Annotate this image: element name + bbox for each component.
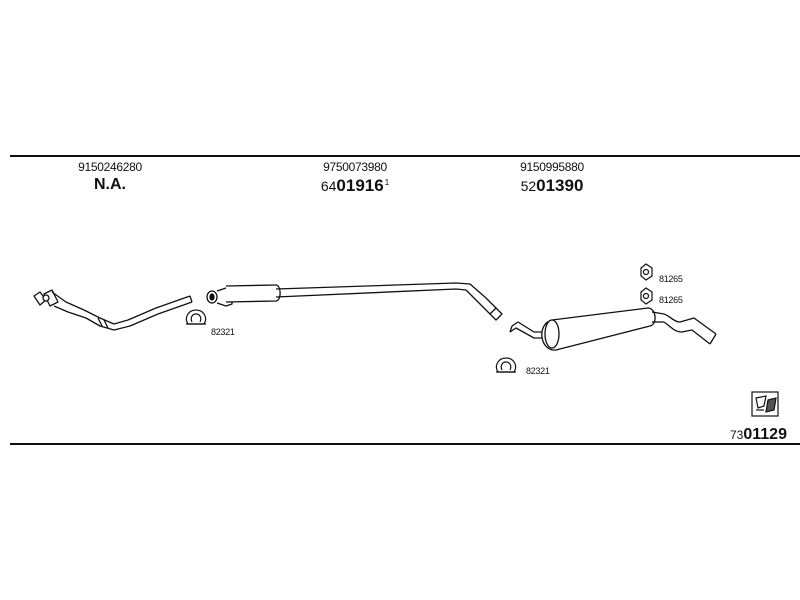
- rubber-hanger-icon: [640, 287, 653, 305]
- reference-main: 01916: [336, 176, 384, 195]
- part-reference: N.A.: [94, 176, 126, 193]
- clamp-label: 82321: [211, 327, 235, 337]
- reference-suffix: 1: [384, 177, 390, 187]
- part-code: 9150995880: [520, 160, 584, 174]
- catalog-book-icon: [751, 391, 779, 417]
- reference-prefix: 64: [320, 178, 337, 194]
- part-reference: 64019161: [315, 177, 395, 195]
- part-header-front-pipe: 9150246280 N.A.: [75, 161, 145, 193]
- reference-main: 01129: [743, 426, 787, 443]
- rubber-hanger-icon: [640, 263, 653, 281]
- part-code: 9750073980: [323, 160, 387, 174]
- part-header-middle-pipe: 9750073980 64019161: [315, 161, 395, 195]
- hanger-label: 81265: [659, 295, 683, 305]
- top-rule: [10, 155, 800, 157]
- reference-main: 01390: [536, 176, 584, 195]
- middle-pipe: [206, 282, 503, 321]
- bottom-rule: [10, 443, 800, 445]
- part-reference: 5201390: [512, 177, 592, 195]
- rear-silencer: [509, 307, 717, 351]
- pipe-clamp-icon: [185, 309, 207, 325]
- diagram-reference-number: 7301129: [730, 427, 787, 443]
- reference-prefix: 73: [730, 428, 744, 442]
- front-pipe: [33, 289, 193, 331]
- pipe-clamp-icon: [495, 357, 517, 373]
- hanger-label: 81265: [659, 274, 683, 284]
- reference-prefix: 52: [520, 178, 537, 194]
- clamp-label: 82321: [526, 366, 550, 376]
- part-code: 9150246280: [78, 160, 142, 174]
- part-header-rear-silencer: 9150995880 5201390: [512, 161, 592, 195]
